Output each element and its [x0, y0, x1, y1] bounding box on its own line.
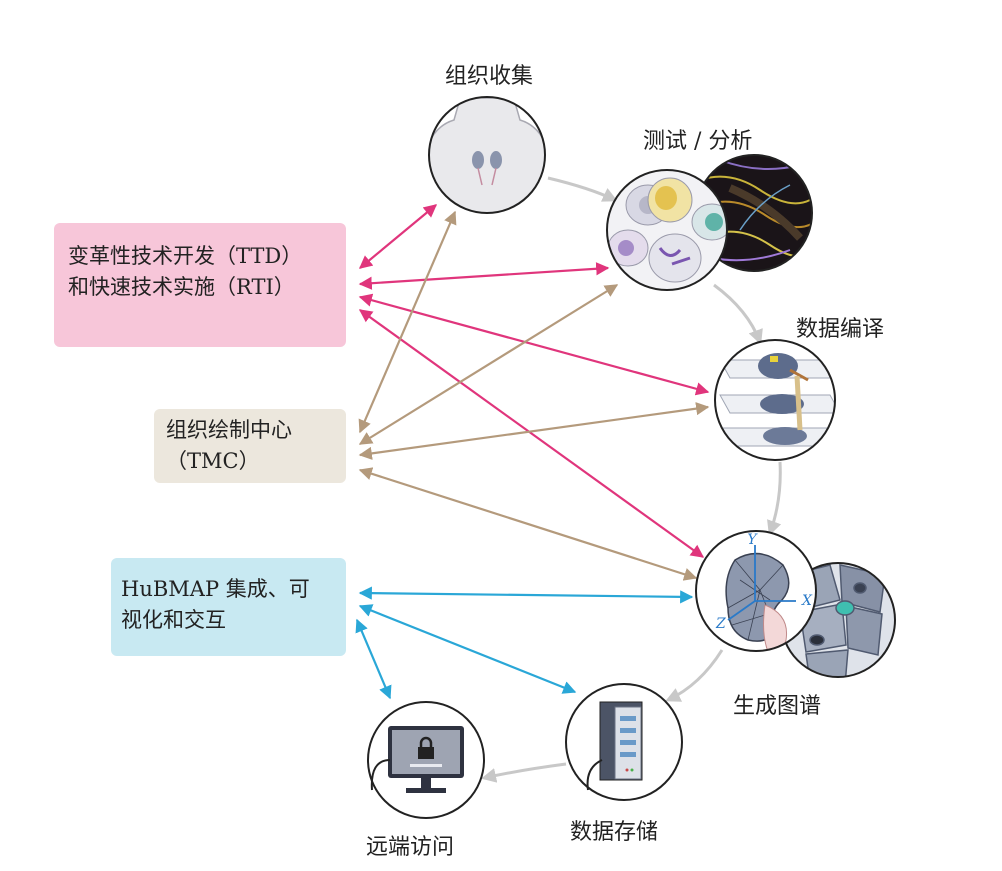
tmc-line2: （TMC）	[166, 449, 260, 473]
ttd-line2: 和快速技术实施（RTI）	[68, 275, 295, 299]
cells-icon	[606, 169, 728, 291]
label-assay: 测试 / 分析	[643, 129, 753, 154]
label-store: 数据存储	[570, 820, 659, 845]
cycle-arrow-3	[767, 461, 782, 536]
tmc-arrows	[358, 210, 710, 581]
hub-arrow-map	[358, 586, 694, 604]
organ-mesh-icon: Y X Z	[695, 530, 817, 652]
tmc-arrow-assay	[358, 284, 619, 445]
label-collect: 组织收集	[445, 64, 534, 89]
cycle-arrow-4	[665, 649, 724, 702]
monitor-lock-icon	[367, 701, 485, 819]
tissue-slices-icon	[714, 339, 836, 461]
axis-x-label: X	[801, 593, 813, 609]
ttd-arrow-map	[358, 309, 705, 558]
hub-arrows	[355, 586, 694, 700]
tmc-box: 组织绘制中心 （TMC）	[154, 409, 346, 483]
ttd-line1: 变革性技术开发（TTD）	[68, 244, 303, 268]
tmc-arrow-map	[358, 467, 698, 581]
cycle-arrows	[481, 176, 782, 783]
tmc-arrow-compile	[358, 402, 710, 460]
ttd-rti-box: 变革性技术开发（TTD） 和快速技术实施（RTI）	[54, 223, 346, 347]
cycle-arrow-2	[713, 283, 763, 345]
label-compile: 数据编译	[796, 317, 885, 342]
label-access: 远端访问	[366, 835, 455, 860]
cycle-arrow-1	[547, 176, 618, 202]
tmc-line1: 组织绘制中心	[166, 418, 292, 442]
hub-arrow-access	[355, 618, 392, 700]
hub-line1: HuBMAP 集成、可	[121, 577, 310, 601]
tmc-arrow-collect	[358, 210, 457, 434]
axis-y-label: Y	[747, 532, 758, 548]
ttd-arrow-assay	[358, 262, 610, 290]
ttd-arrow-collect	[358, 204, 438, 269]
label-map: 生成图谱	[733, 694, 822, 719]
human-torso-icon	[428, 96, 546, 214]
hub-arrow-store	[358, 604, 577, 694]
axis-z-label: Z	[715, 616, 726, 632]
hubmap-box: HuBMAP 集成、可 视化和交互	[111, 558, 346, 656]
cycle-arrow-5	[481, 762, 567, 783]
hub-line2: 视化和交互	[121, 608, 226, 632]
server-tower-icon	[565, 683, 683, 801]
